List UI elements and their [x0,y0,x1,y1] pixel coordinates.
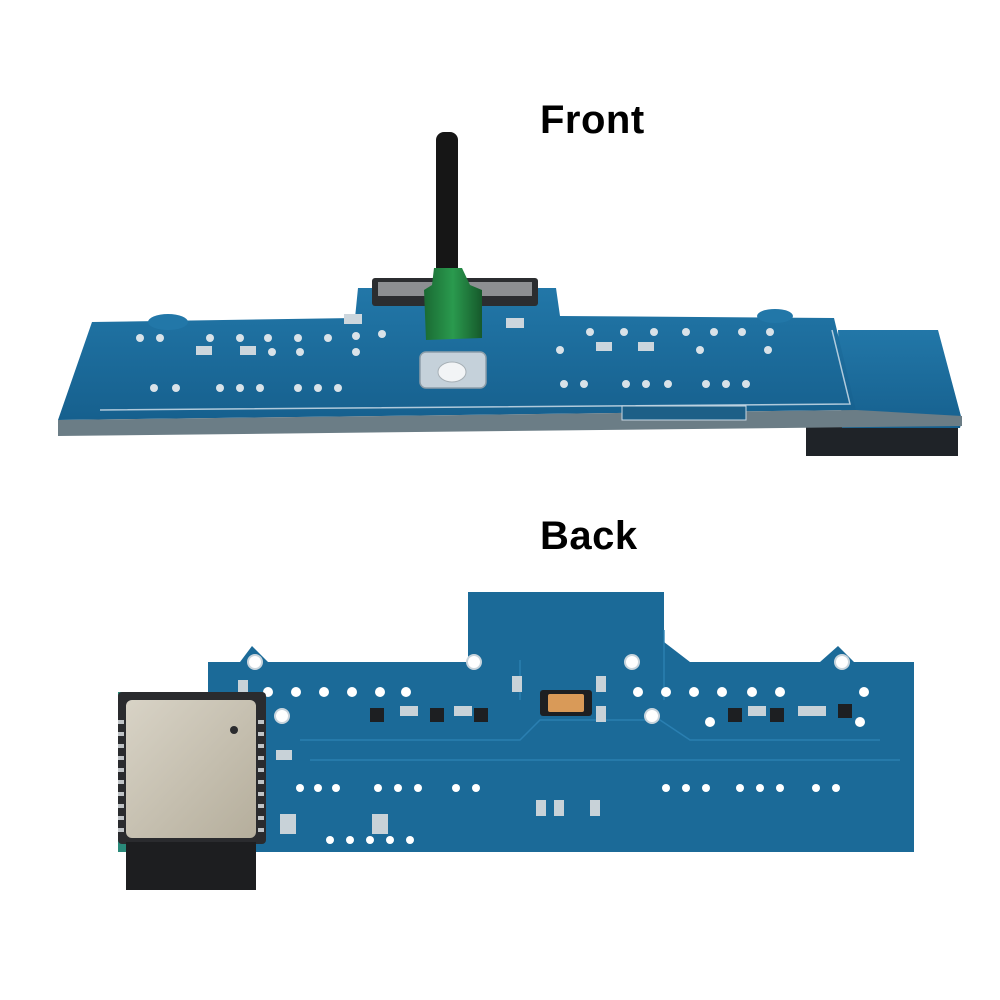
front-label: Front [540,98,645,142]
esp-module-shield [126,700,256,838]
front-ear-left [148,314,188,330]
back-mount-holes [247,654,850,724]
esp-module-antenna [126,842,256,890]
joystick-shaft [436,132,458,276]
esp-module-pads [118,720,264,832]
front-led-lens [437,361,467,383]
front-side-board [838,330,962,428]
front-vias [136,328,774,392]
front-silk-outline [99,329,851,411]
front-board [58,132,962,456]
back-smd-passives [238,676,826,834]
joystick-knob [424,268,482,340]
front-ear-right [757,309,793,323]
back-smd-ics [370,704,852,722]
front-header [621,405,747,421]
back-label: Back [540,514,638,558]
front-smd-parts [196,314,654,355]
esp-module-dot [230,726,238,734]
back-vias [263,687,869,844]
back-tantalum-body [548,694,584,712]
back-board [118,592,914,890]
